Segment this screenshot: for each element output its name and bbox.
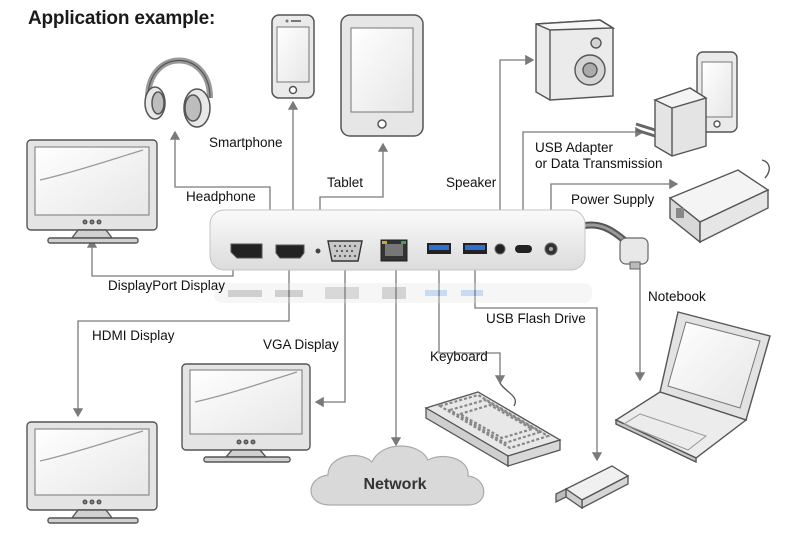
- label-usb-adapter-line2: or Data Transmission: [535, 156, 663, 171]
- dock-reflection: [214, 283, 592, 303]
- page-title: Application example:: [28, 8, 216, 29]
- notebook-icon: [614, 311, 771, 464]
- usb-adapter-icon: [635, 51, 738, 157]
- label-headphone: Headphone: [186, 189, 256, 204]
- label-vga-display: VGA Display: [263, 337, 339, 352]
- audio-jack: [494, 243, 506, 255]
- displayport-port: [230, 243, 263, 259]
- headphone-icon: [144, 57, 213, 128]
- usb-c-port: [515, 245, 532, 253]
- docking-station: [209, 209, 586, 271]
- vga-monitor-icon: [181, 363, 311, 463]
- usb-c-plug: [619, 237, 649, 265]
- hdmi-monitor-icon: [26, 421, 158, 524]
- label-network: Network: [363, 476, 427, 493]
- power-supply-icon: [668, 159, 770, 244]
- label-usb-adapter-line1: USB Adapter: [535, 140, 614, 155]
- speaker-icon: [535, 19, 616, 101]
- vga-port: [327, 240, 363, 262]
- label-usb-flash-drive: USB Flash Drive: [486, 311, 586, 326]
- label-keyboard: Keyboard: [430, 349, 488, 364]
- label-displayport-display: DisplayPort Display: [108, 278, 226, 293]
- label-speaker: Speaker: [446, 175, 497, 190]
- label-hdmi-display: HDMI Display: [92, 328, 175, 343]
- keyboard-icon: [424, 382, 562, 468]
- usb-flash-drive-icon: [555, 465, 630, 510]
- tablet-icon: [340, 14, 424, 137]
- label-notebook: Notebook: [648, 289, 706, 304]
- label-tablet: Tablet: [327, 175, 364, 190]
- label-smartphone: Smartphone: [209, 135, 283, 150]
- displayport-monitor-icon: [26, 139, 158, 244]
- network-cloud-icon: [310, 445, 485, 506]
- smartphone-icon: [271, 14, 315, 99]
- hdmi-port: [275, 244, 305, 259]
- label-power-supply: Power Supply: [571, 192, 655, 207]
